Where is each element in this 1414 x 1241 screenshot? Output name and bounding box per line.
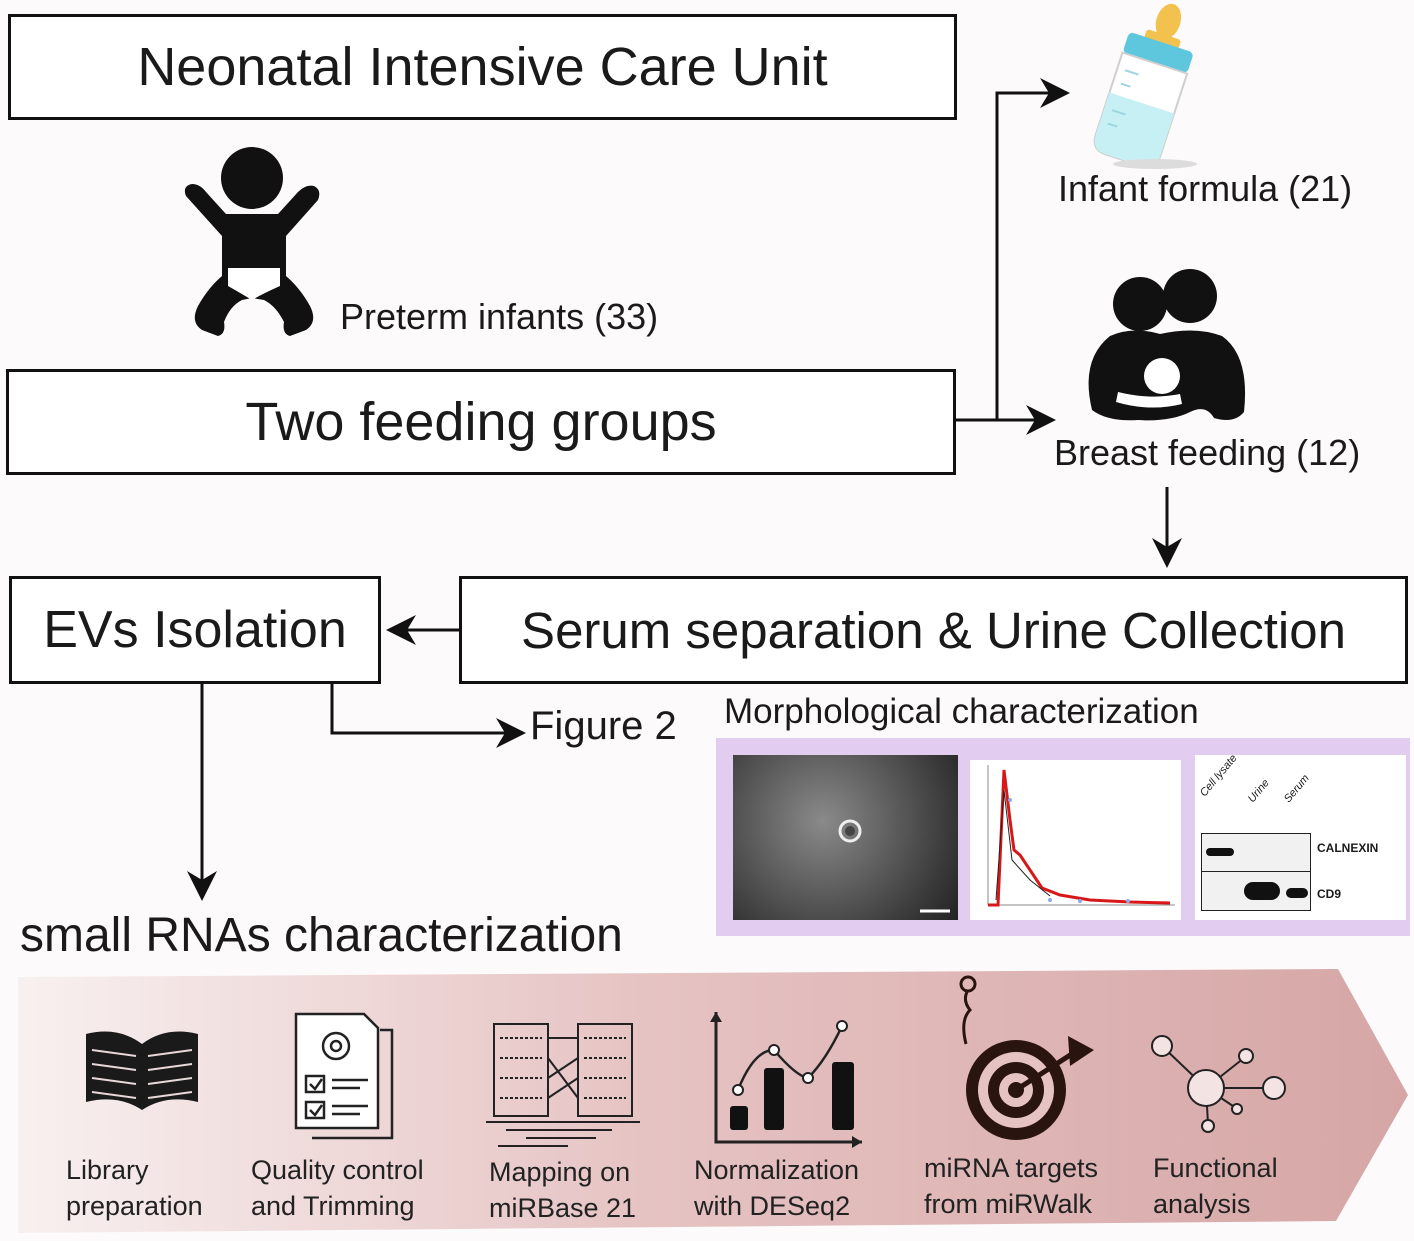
step-normalization-line2: with DESeq2 [694,1191,851,1221]
row-label-cd9: CD9 [1317,887,1342,901]
step-quality-line1: Quality control [251,1155,424,1185]
step-library-line1: Library [66,1155,149,1185]
step-quality-line2: and Trimming [251,1191,415,1221]
morphology-panel: Cell lysate Urine Serum CALNEXIN CD9 [716,738,1410,936]
step-library: Library preparation [66,1152,203,1224]
serum-urine-box: Serum separation & Urine Collection [459,576,1408,684]
step-mapping-line1: Mapping on [489,1157,631,1187]
sequence-alignment-icon [486,1023,640,1147]
step-normalization: Normalization with DESeq2 [694,1152,859,1224]
step-mapping: Mapping on miRBase 21 [489,1154,636,1226]
step-functional-line2: analysis [1153,1189,1251,1219]
vesicle-icon [838,819,950,913]
feeding-groups-label: Two feeding groups [245,392,717,452]
small-rna-title: small RNAs characterization [20,909,623,962]
morphological-label: Morphological characterization [724,692,1199,731]
step-mapping-line2: miRBase 21 [489,1193,637,1223]
open-book-icon [86,1031,198,1110]
breast-label: Breast feeding (12) [1054,432,1361,473]
nicu-label: Neonatal Intensive Care Unit [137,37,828,97]
ev-isolation-label: EVs Isolation [43,601,347,659]
formula-label: Infant formula (21) [1058,168,1353,209]
checklist-gear-icon [294,1012,394,1140]
blot-membrane [1201,833,1311,911]
step-mirna-targets-line1: miRNA targets [924,1153,1099,1183]
step-mirna-targets-line2: from miRWalk [924,1189,1092,1219]
preterm-label: Preterm infants (33) [340,296,659,337]
western-blot: Cell lysate Urine Serum CALNEXIN CD9 [1195,752,1406,920]
cd9-band-urine [1244,882,1280,900]
step-library-line2: preparation [66,1191,203,1221]
step-quality: Quality control and Trimming [251,1152,424,1224]
step-normalization-line1: Normalization [694,1155,860,1185]
target-arrow-icon [959,975,1094,1140]
serum-urine-label: Serum separation & Urine Collection [521,601,1346,659]
nicu-box: Neonatal Intensive Care Unit [8,14,957,120]
arrow-to-figure2 [330,683,526,748]
cd9-band-serum [1286,888,1308,898]
row-label-calnexin: CALNEXIN [1317,841,1379,855]
ev-isolation-box: EVs Isolation [9,576,381,684]
nta-curve-icon [987,765,1175,907]
network-icon [1151,1035,1286,1133]
feeding-groups-box: Two feeding groups [6,369,956,475]
arrow-to-formula [995,78,1070,420]
figure2-label: Figure 2 [530,704,677,748]
nta-plot [970,760,1181,920]
tem-image [733,755,958,920]
step-functional: Functional analysis [1153,1150,1278,1222]
calnexin-band [1206,848,1234,856]
step-mirna-targets: miRNA targets from miRWalk [924,1150,1098,1222]
bar-line-chart-icon [710,1012,862,1148]
step-functional-line1: Functional [1153,1153,1278,1183]
